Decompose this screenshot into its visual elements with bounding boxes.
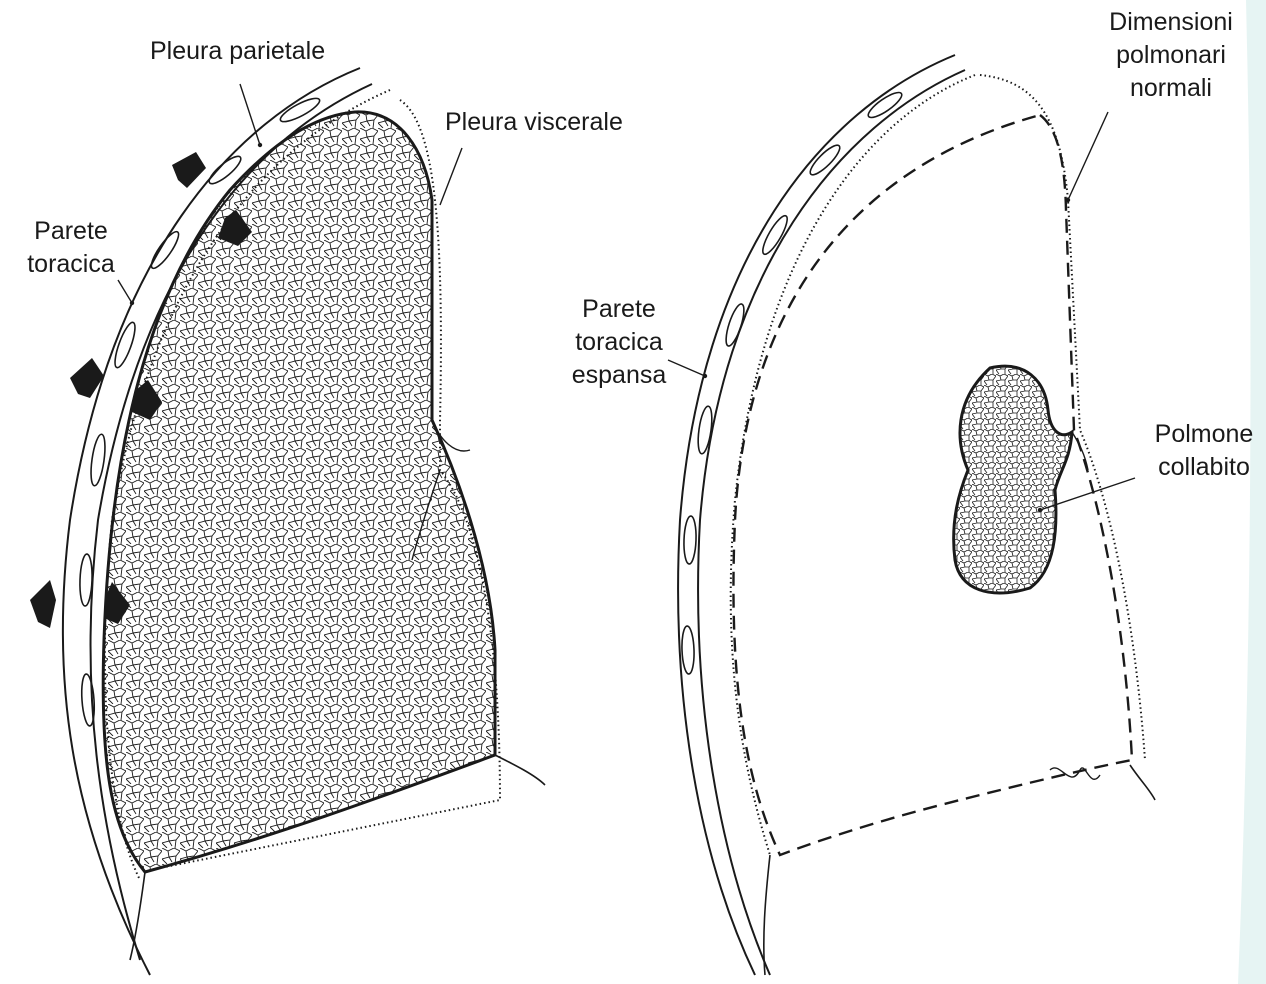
- lung-tissue: [103, 112, 495, 872]
- base-line-right: [764, 855, 770, 975]
- outward-arrow-icon: [30, 580, 56, 628]
- label-line: polmonari: [1092, 39, 1250, 72]
- diaphragm-line: [495, 755, 545, 785]
- label-line: Dimensioni: [1092, 6, 1250, 39]
- label-line: Parete: [12, 215, 130, 248]
- label-parete-espansa: Parete toracica espansa: [566, 293, 672, 392]
- left-panel-drawing: [30, 68, 545, 975]
- edge-accent: [1238, 0, 1266, 984]
- label-polmone-collabito: Polmone collabito: [1138, 418, 1266, 484]
- outward-arrow-icon: [172, 152, 206, 188]
- label-line: espansa: [566, 359, 672, 392]
- label-dimensioni-polmonari: Dimensioni polmonari normali: [1092, 6, 1250, 105]
- label-line: toracica: [566, 326, 672, 359]
- artist-signature: [1050, 768, 1100, 779]
- diaphragm-line-right: [1130, 765, 1155, 800]
- label-pleura-parietale: Pleura parietale: [150, 35, 325, 68]
- label-line: toracica: [12, 248, 130, 281]
- label-text: Pleura parietale: [150, 35, 325, 68]
- label-line: Polmone: [1138, 418, 1266, 451]
- label-line: collabito: [1138, 451, 1266, 484]
- label-text: Pleura viscerale: [445, 106, 623, 139]
- expanded-chest-wall-inner: [698, 70, 965, 975]
- expanded-chest-wall-outer: [678, 55, 955, 975]
- label-parete-toracica: Parete toracica: [12, 215, 130, 281]
- right-panel-drawing: [668, 55, 1155, 975]
- label-line: Parete: [566, 293, 672, 326]
- right-pleura-dots-inner: [731, 75, 975, 855]
- rib-sections-right: [681, 89, 905, 675]
- base-line: [130, 872, 145, 960]
- normal-lung-outline: [733, 115, 1132, 855]
- collapsed-lung: [954, 366, 1072, 593]
- label-pleura-viscerale: Pleura viscerale: [445, 106, 623, 139]
- label-line: normali: [1092, 72, 1250, 105]
